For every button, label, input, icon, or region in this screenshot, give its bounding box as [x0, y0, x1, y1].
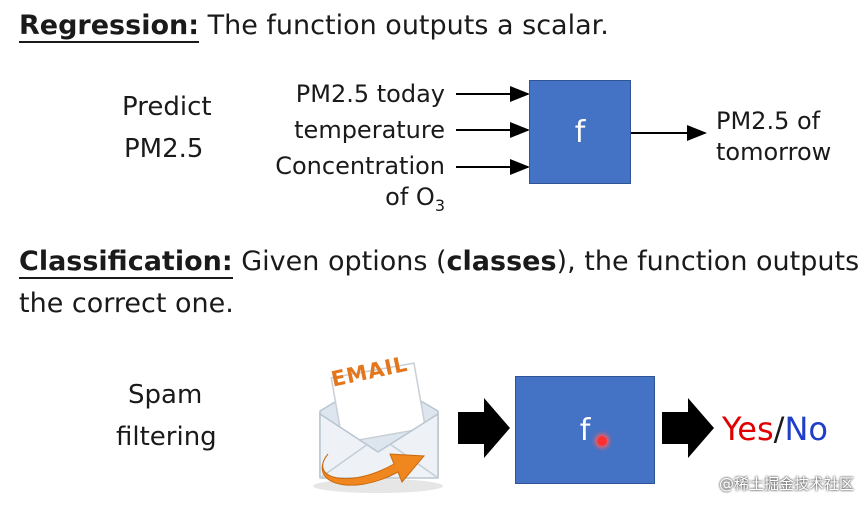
output-separator: /: [773, 410, 785, 448]
regression-output-line1: PM2.5 of: [716, 107, 821, 135]
classification-desc-line2: the correct one.: [19, 288, 234, 319]
block-arrow-icon-1: [458, 398, 510, 458]
classification-function-box: f: [515, 376, 655, 484]
classification-heading: Classification: Given options (classes),…: [19, 246, 860, 279]
regression-heading: Regression: The function outputs a scala…: [19, 10, 609, 43]
classification-desc-bold: classes: [446, 246, 557, 277]
regression-input-3-text: of O: [385, 183, 435, 211]
output-no: No: [784, 410, 828, 448]
pointer-dot: [597, 436, 607, 446]
email-envelope-icon: [313, 362, 443, 493]
regression-input-3-line2: of O3: [385, 183, 445, 215]
classification-task-line1: Spam: [128, 380, 203, 410]
regression-input-3: Concentration: [275, 152, 445, 180]
classification-output: Yes/No: [722, 410, 828, 448]
watermark: @稀土掘金技术社区: [718, 475, 854, 493]
regression-description: The function outputs a scalar.: [207, 10, 609, 41]
output-yes: Yes: [722, 410, 774, 448]
regression-task-line2: PM2.5: [124, 134, 204, 164]
regression-input-1: PM2.5 today: [295, 80, 445, 108]
regression-output-line2: tomorrow: [716, 138, 832, 166]
classification-function-label: f: [579, 412, 591, 448]
classification-desc-post: ), the function outputs: [556, 246, 860, 277]
regression-function-box: f: [529, 80, 631, 184]
regression-task-line1: Predict: [122, 92, 212, 122]
classification-title: Classification:: [19, 246, 233, 279]
regression-input-2: temperature: [294, 116, 445, 144]
classification-desc-pre: Given options (: [241, 246, 447, 277]
classification-task-line2: filtering: [116, 422, 217, 452]
regression-title: Regression:: [19, 10, 200, 43]
regression-function-label: f: [574, 114, 586, 150]
block-arrow-icon-2: [662, 398, 714, 458]
regression-input-3-subscript: 3: [434, 195, 445, 215]
